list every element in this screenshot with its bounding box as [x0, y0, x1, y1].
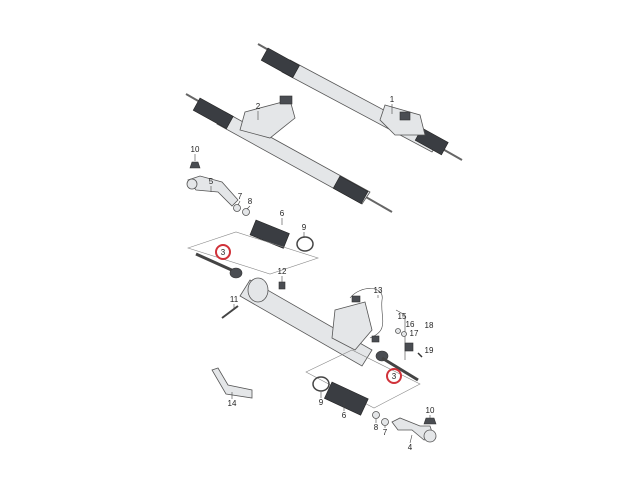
label-7-top: 7: [238, 192, 243, 201]
ring-7-top: [233, 204, 241, 212]
seal-17: [401, 331, 407, 337]
label-9-top: 9: [302, 223, 307, 232]
tie-rod-end-left: [186, 161, 239, 207]
label-9-bottom: 9: [319, 398, 324, 407]
label-10-top: 10: [191, 145, 200, 154]
label-7-bottom: 7: [383, 428, 388, 437]
bolt-11: [221, 305, 239, 319]
steering-rack-2: [185, 93, 393, 213]
ring-7-bottom: [381, 418, 389, 426]
label-6-top: 6: [280, 209, 285, 218]
label-10-bottom: 10: [426, 406, 435, 415]
grease-tube-14: [211, 367, 253, 399]
label-14: 14: [228, 399, 237, 408]
label-12: 12: [278, 267, 287, 276]
valve-kit: [404, 342, 414, 352]
label-4: 4: [408, 443, 413, 452]
label-8-top: 8: [248, 197, 253, 206]
label-3-left: 3: [221, 248, 226, 257]
cap-12: [278, 281, 286, 290]
tie-rod-end-right: [391, 417, 437, 443]
label-17: 17: [410, 329, 419, 338]
inner-tie-rod-left: [195, 252, 243, 279]
boot-bottom: [323, 381, 369, 416]
label-15: 15: [398, 312, 407, 321]
label-1: 1: [390, 95, 395, 104]
ring-8-top: [242, 208, 250, 216]
steering-rack-1: [257, 43, 463, 161]
kit-outline-top: [187, 231, 319, 275]
steering-rack-lower: [239, 277, 384, 367]
label-3-right: 3: [392, 372, 397, 381]
label-8-bottom: 8: [374, 423, 379, 432]
label-5: 5: [209, 177, 214, 186]
clamp-top: [296, 236, 314, 252]
label-11: 11: [230, 295, 239, 304]
label-2: 2: [256, 102, 261, 111]
inner-tie-rod-right: [375, 350, 419, 382]
leader-lines: [194, 104, 431, 444]
label-18: 18: [425, 321, 434, 330]
highlight-circle-left: [215, 244, 231, 260]
boot-top: [249, 219, 290, 249]
clamp-bottom: [312, 376, 330, 392]
highlight-circle-right: [386, 368, 402, 384]
screw-19: [417, 352, 423, 358]
label-19: 19: [425, 346, 434, 355]
label-16: 16: [406, 320, 415, 329]
ring-8-bottom: [372, 411, 380, 419]
seal-16: [395, 328, 401, 334]
label-13: 13: [374, 286, 383, 295]
label-6-bottom: 6: [342, 411, 347, 420]
